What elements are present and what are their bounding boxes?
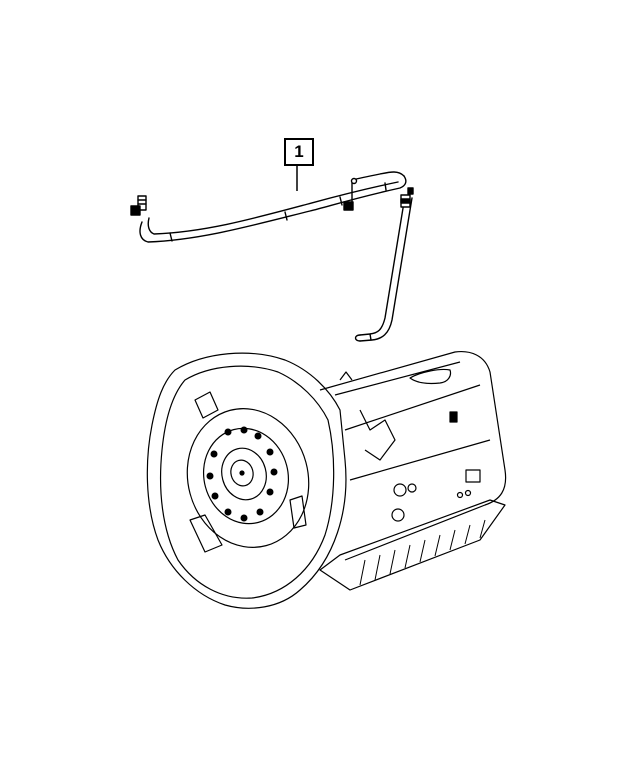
hose-assembly[interactable]	[130, 171, 414, 342]
transmission[interactable]	[146, 350, 507, 609]
callout-label: 1	[294, 142, 304, 161]
callout-1[interactable]: 1	[284, 138, 314, 166]
